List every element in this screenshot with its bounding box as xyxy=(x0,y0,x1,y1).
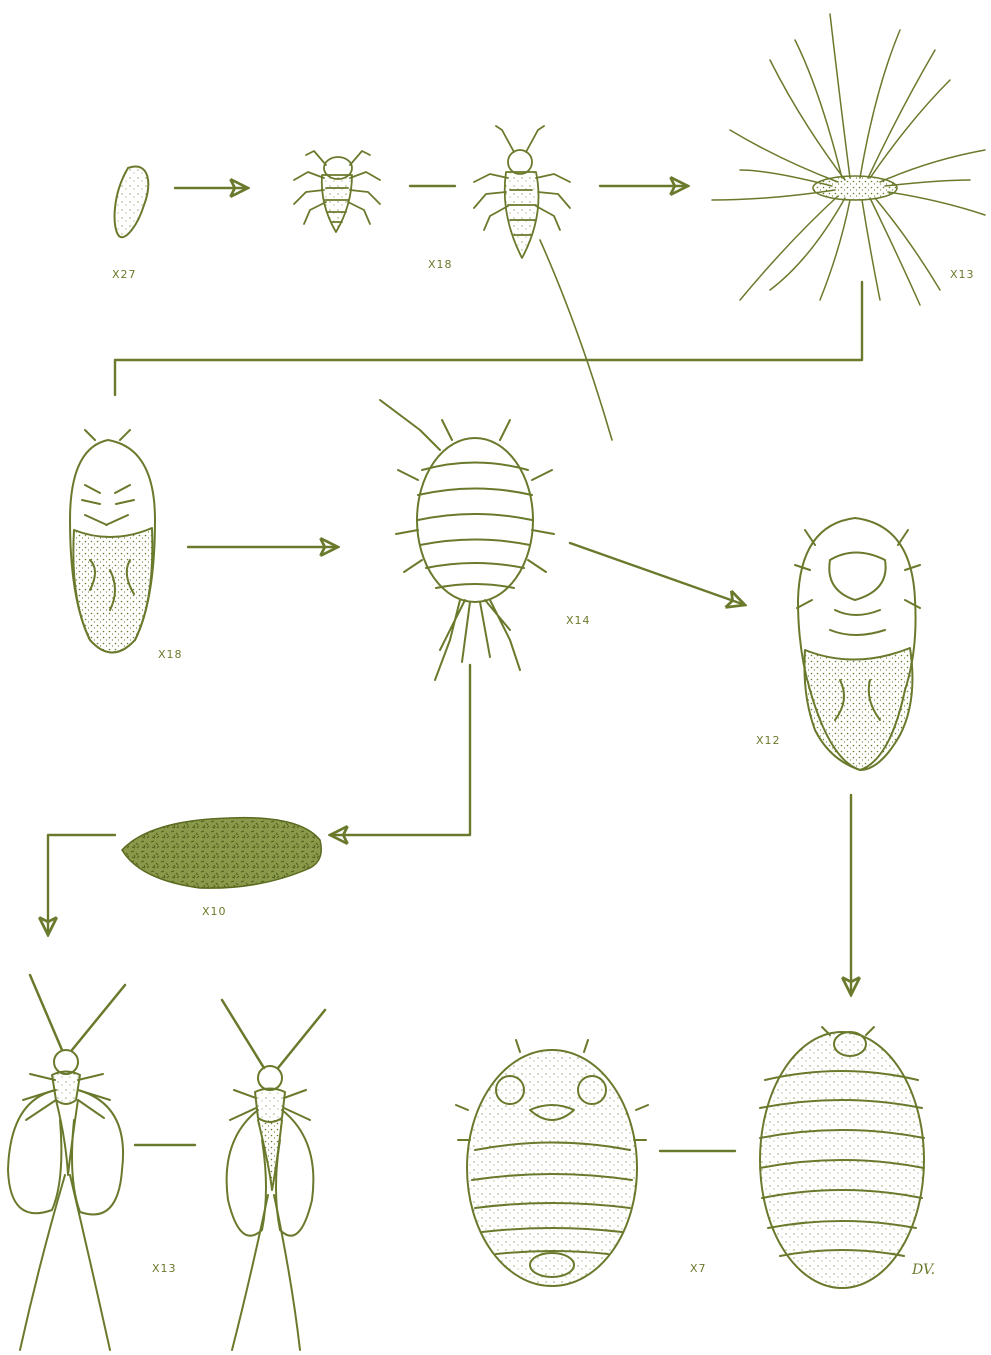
crawler-icon xyxy=(294,151,380,232)
adult-female-dorsal-icon xyxy=(760,1027,924,1288)
winged-male-icon xyxy=(8,975,125,1350)
filament-magnification-label: X13 xyxy=(950,268,975,281)
male-magnification-label: X13 xyxy=(152,1262,177,1275)
female-nymph-magnification-label: X12 xyxy=(756,734,781,747)
adult-female-magnification-label: X7 xyxy=(690,1262,707,1275)
connector-second-instar-to-cocoon xyxy=(330,665,470,835)
crawler-magnification-label: X18 xyxy=(428,258,453,271)
egg-icon xyxy=(115,166,149,237)
artist-signature: DV. xyxy=(912,1262,935,1278)
prepupa-icon xyxy=(70,430,155,653)
arrow-cocoon-to-male xyxy=(48,835,115,935)
egg-magnification-label: X27 xyxy=(112,268,137,281)
winged-male-icon xyxy=(222,1000,325,1350)
cocoon-icon xyxy=(122,818,321,888)
arrow-second-instar-to-female-nymph xyxy=(570,543,745,605)
prepupa-magnification-label: X18 xyxy=(158,648,183,661)
connector-filament-to-prepupa xyxy=(115,282,862,395)
second-instar-icon xyxy=(380,400,554,680)
adult-female-ventral-icon xyxy=(456,1040,648,1286)
wax-filament-mass-icon xyxy=(712,14,985,305)
second-instar-magnification-label: X14 xyxy=(566,614,591,627)
cocoon-magnification-label: X10 xyxy=(202,905,227,918)
female-nymph-icon xyxy=(795,518,920,770)
crawler-filament-icon xyxy=(474,126,612,440)
